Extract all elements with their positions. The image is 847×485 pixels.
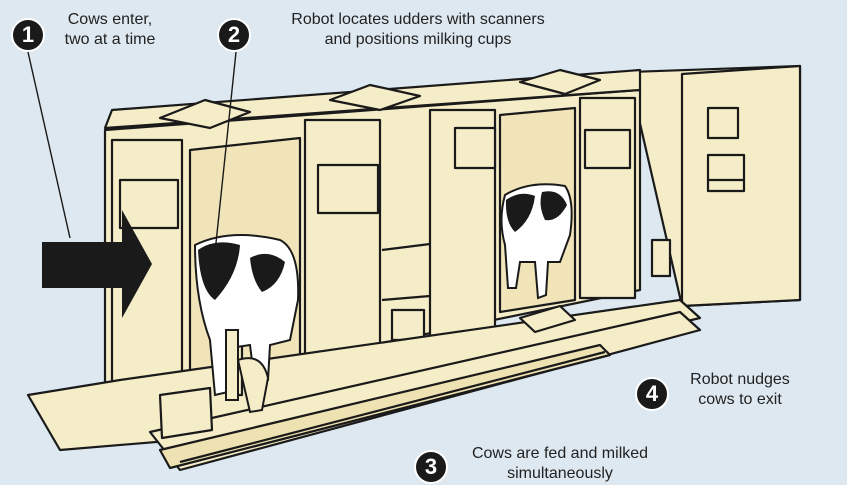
- step-1-badge: 1: [11, 18, 45, 52]
- step-2-line-2: and positions milking cups: [258, 30, 578, 50]
- step-2-badge: 2: [217, 18, 251, 52]
- step-4-badge: 4: [635, 377, 669, 411]
- step-1-line-1: Cows enter,: [55, 10, 165, 30]
- control-cabinet: [630, 66, 800, 306]
- step-1-line-2: two at a time: [55, 30, 165, 50]
- step-3-caption: Cows are fed and milked simultaneously: [455, 444, 665, 484]
- step-4-line-1: Robot nudges: [675, 370, 805, 390]
- step-2-caption: Robot locates udders with scanners and p…: [258, 10, 578, 50]
- step-4-caption: Robot nudges cows to exit: [675, 370, 805, 410]
- step-2-line-1: Robot locates udders with scanners: [258, 10, 578, 30]
- leader-line-step-1: [28, 52, 70, 238]
- step-1-caption: Cows enter, two at a time: [55, 10, 165, 50]
- step-3-line-1: Cows are fed and milked: [455, 444, 665, 464]
- step-3-badge: 3: [414, 450, 448, 484]
- step-3-line-2: simultaneously: [455, 464, 665, 484]
- step-4-line-2: cows to exit: [675, 390, 805, 410]
